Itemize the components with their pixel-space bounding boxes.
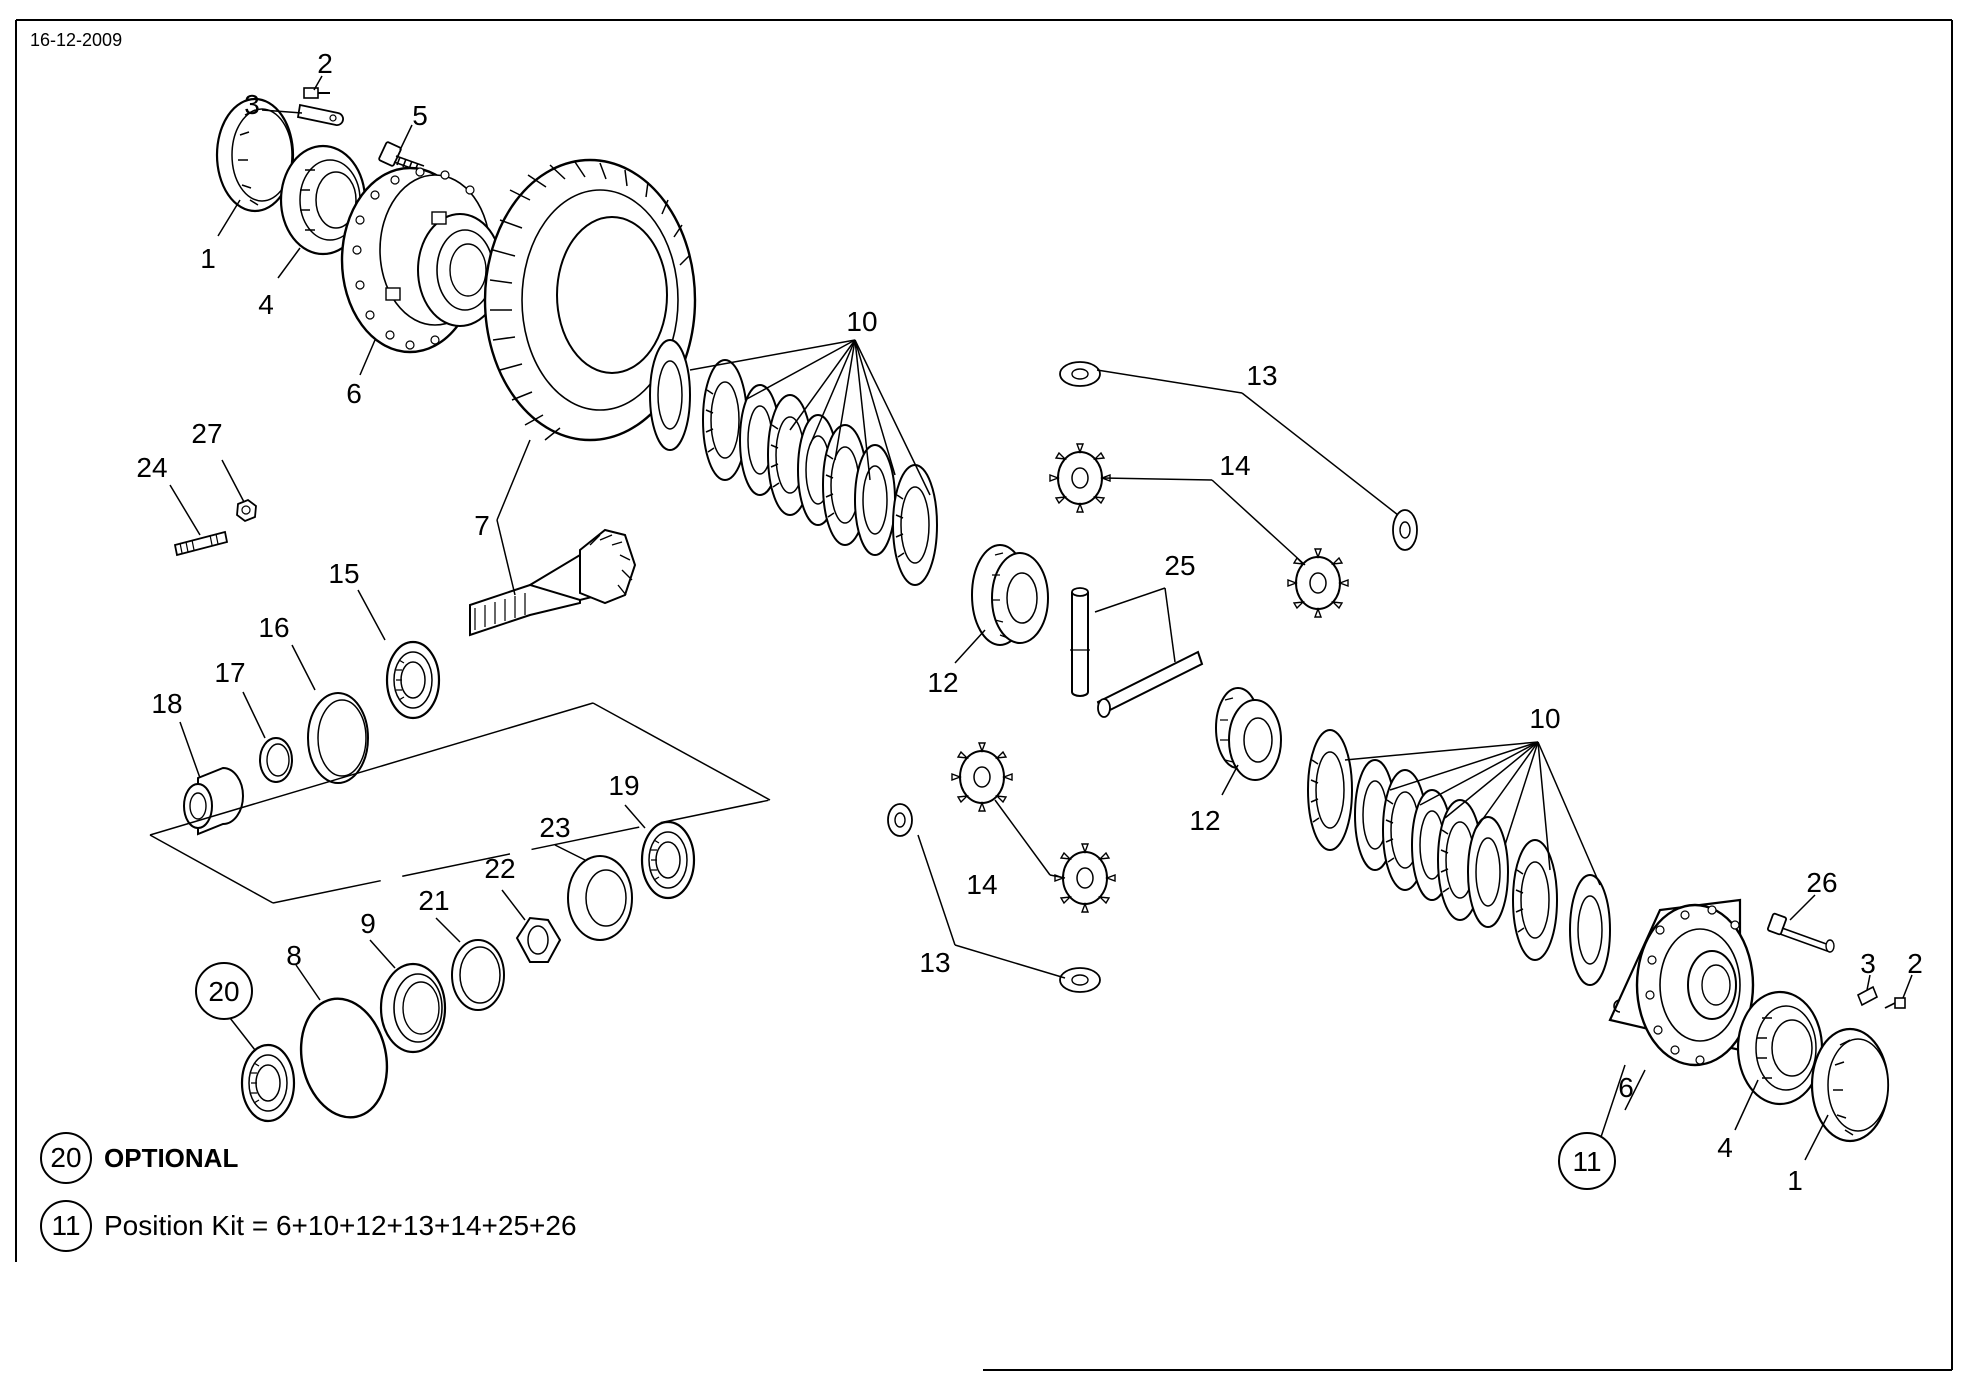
thrust-washer-13-bottom xyxy=(1059,967,1101,993)
callout-11: 11 xyxy=(1572,1146,1601,1177)
bearing-19 xyxy=(640,820,696,900)
legend-optional: 20 OPTIONAL xyxy=(40,1132,238,1184)
callout-14: 14 xyxy=(1219,450,1250,481)
callout-24: 24 xyxy=(136,452,167,483)
circled-callout-11: 11 xyxy=(1558,1132,1616,1190)
bearing-15 xyxy=(385,640,441,720)
ring-nut-left xyxy=(215,97,295,213)
callout-16: 16 xyxy=(258,612,289,643)
thrust-washer-13-left xyxy=(887,803,913,837)
stud-24 xyxy=(173,530,229,557)
callout-13: 13 xyxy=(1246,360,1277,391)
callout-12: 12 xyxy=(927,667,958,698)
callout-15: 15 xyxy=(328,558,359,589)
bearing-20-optional xyxy=(240,1043,296,1123)
page-frame xyxy=(15,19,1953,1371)
legend-kit: 11 Position Kit = 6+10+12+13+14+25+26 xyxy=(40,1200,577,1252)
drawing-date: 16-12-2009 xyxy=(30,30,123,50)
side-gear-left xyxy=(971,544,1049,646)
leader-lines xyxy=(169,75,1913,1161)
optional-parts-outline xyxy=(149,702,771,904)
ring-nut-right xyxy=(1810,1027,1890,1143)
thrust-washer-13-top xyxy=(1059,361,1101,387)
callout-8: 8 xyxy=(286,940,302,971)
callout-4: 4 xyxy=(258,289,274,320)
callout-27: 27 xyxy=(191,418,222,449)
o-ring-8 xyxy=(299,997,389,1119)
circled-callout-20: 20 xyxy=(195,962,253,1020)
callout-23: 23 xyxy=(539,812,570,843)
taper-bearing-right xyxy=(1736,990,1824,1106)
callout-9: 9 xyxy=(360,908,376,939)
callout-21: 21 xyxy=(418,885,449,916)
differential-case-left xyxy=(340,166,503,354)
callout-6: 6 xyxy=(1618,1072,1634,1103)
shim-ring-16 xyxy=(307,692,369,784)
callout-17: 17 xyxy=(214,657,245,688)
bolt-26 xyxy=(1767,912,1835,953)
crown-wheel xyxy=(483,158,697,442)
lock-plate-and-screw-left xyxy=(296,87,344,126)
callout-7: 7 xyxy=(474,510,490,541)
bolt-5 xyxy=(378,141,425,173)
callout-1: 1 xyxy=(200,243,216,274)
callout-2: 2 xyxy=(317,48,333,79)
thrust-washer-13-right xyxy=(1392,509,1418,551)
callout-5: 5 xyxy=(412,100,428,131)
planet-gear-14-top xyxy=(1049,443,1111,513)
callout-18: 18 xyxy=(151,688,182,719)
legend-optional-number: 20 xyxy=(40,1132,92,1184)
callout-26: 26 xyxy=(1806,867,1837,898)
callout-22: 22 xyxy=(484,853,515,884)
legend-kit-label: Position Kit = 6+10+12+13+14+25+26 xyxy=(104,1210,577,1241)
callout-14: 14 xyxy=(966,869,997,900)
side-gear-right xyxy=(1215,687,1282,781)
callout-3: 3 xyxy=(1860,948,1876,979)
callout-2: 2 xyxy=(1907,948,1923,979)
clutch-discs-left xyxy=(649,339,938,586)
callout-6: 6 xyxy=(346,378,362,409)
cross-pins xyxy=(1070,587,1204,718)
callout-25: 25 xyxy=(1164,550,1195,581)
nut-22 xyxy=(515,916,562,963)
spacer-18 xyxy=(183,766,244,836)
spacer-23 xyxy=(567,855,633,941)
circlip-21 xyxy=(451,939,505,1011)
pinion-shaft xyxy=(469,528,637,637)
snap-ring-17 xyxy=(259,737,293,783)
callout-3: 3 xyxy=(244,89,260,120)
differential-case-right xyxy=(1608,898,1755,1067)
planet-gear-14-left xyxy=(951,742,1013,812)
nut-27 xyxy=(236,498,257,523)
planet-gear-14-right xyxy=(1287,548,1349,618)
callout-10: 10 xyxy=(846,306,877,337)
callout-19: 19 xyxy=(608,770,639,801)
oil-seal-9 xyxy=(379,962,447,1054)
callout-20: 20 xyxy=(208,976,239,1007)
callout-13: 13 xyxy=(919,947,950,978)
legend-kit-number: 11 xyxy=(40,1200,92,1252)
callout-10: 10 xyxy=(1529,703,1560,734)
callout-12: 12 xyxy=(1189,805,1220,836)
callout-labels: 2 3 5 1 4 6 7 10 13 14 27 24 25 15 16 17… xyxy=(136,48,1922,1196)
lock-plate-and-screw-right xyxy=(1856,985,1906,1009)
callout-4: 4 xyxy=(1717,1132,1733,1163)
legend-optional-label: OPTIONAL xyxy=(104,1142,239,1173)
callout-1: 1 xyxy=(1787,1165,1803,1196)
